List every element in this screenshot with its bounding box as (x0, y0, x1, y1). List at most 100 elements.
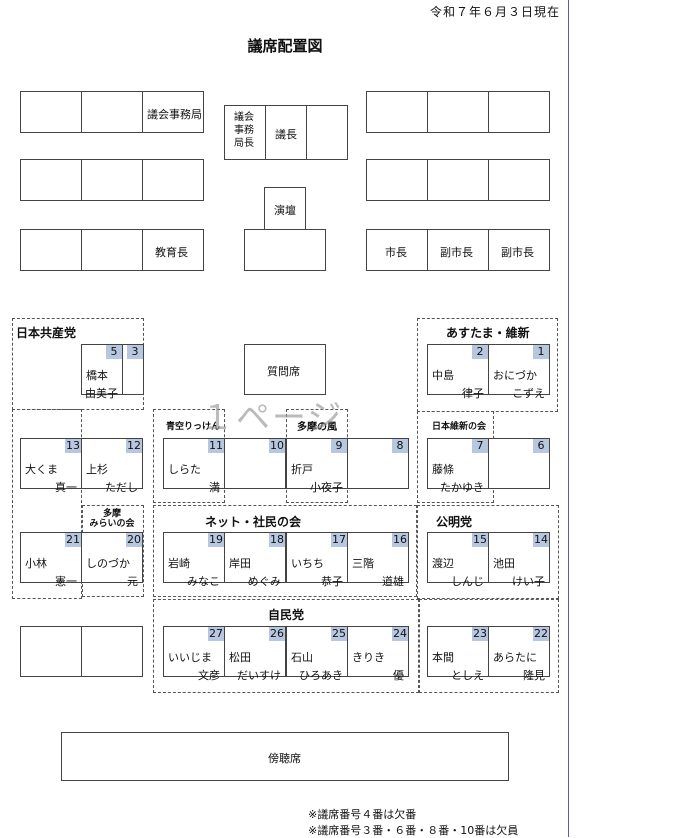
group-outline-kyosan (12, 409, 82, 599)
endan-podium: 演壇 (264, 187, 306, 230)
question-seat: 質問席 (244, 344, 326, 395)
staff-seat (81, 229, 143, 271)
seat-number: 9 (331, 439, 347, 453)
member-family-name: 藤條 (432, 463, 454, 476)
member-family-name: 池田 (493, 557, 515, 570)
seat-number: 15 (472, 533, 488, 547)
group-label-komei: 公明党 (436, 515, 473, 529)
center-desk (244, 229, 326, 271)
fukushicho-seat: 副市長 (488, 229, 550, 271)
seat-number: 11 (208, 439, 224, 453)
staff-seat (366, 91, 428, 133)
gicho-seat: 議長 (265, 105, 307, 160)
member-given-name: 元 (127, 575, 138, 588)
member-family-name: 岩崎 (168, 557, 190, 570)
seat-number: 22 (533, 627, 549, 641)
staff-seat (488, 91, 550, 133)
seat-22: 22 あらたに隆見 (488, 626, 550, 682)
member-given-name: こずえ (512, 387, 545, 400)
staff-seat (427, 91, 489, 133)
staff-seat (20, 91, 82, 133)
jimukyokucho-seat: 議会 事務 局長 (224, 105, 266, 160)
member-family-name: しのづか (86, 557, 130, 570)
member-given-name: 道雄 (382, 575, 404, 588)
member-family-name: いちち (291, 557, 324, 570)
seat-number: 20 (126, 533, 142, 547)
member-family-name: 本間 (432, 651, 454, 664)
staff-seat (81, 159, 143, 201)
member-given-name: 文彦 (198, 669, 220, 682)
member-given-name: しんじ (451, 575, 484, 588)
member-family-name: 橋本 (86, 369, 108, 382)
group-label-net: ネット・社民の会 (205, 515, 302, 529)
seat-10: 10 (224, 438, 286, 489)
staff-seat (20, 159, 82, 201)
member-family-name: 大くま (25, 463, 58, 476)
group-label-nihonishin: 日本維新の会 (432, 422, 487, 432)
group-label-tamamirai: 多摩 みらいの会 (89, 509, 135, 529)
shicho-seat: 市長 (366, 229, 428, 271)
seat-number: 12 (126, 439, 142, 453)
member-given-name: ただし (105, 481, 138, 494)
group-outline-jimin (153, 599, 419, 693)
seat-number: 21 (65, 533, 81, 547)
member-family-name: 松田 (229, 651, 251, 664)
member-given-name: としえ (451, 669, 484, 682)
seat-5: 5 橋本由美子 (81, 344, 123, 400)
seat-27: 27 いいじま文彦 (163, 626, 225, 682)
staff-seat (81, 91, 143, 133)
seat-number: 26 (269, 627, 285, 641)
fukushicho-seat: 副市長 (427, 229, 489, 271)
seat-number: 23 (472, 627, 488, 641)
member-given-name: 満 (209, 481, 220, 494)
member-given-name: 真一 (55, 481, 77, 494)
staff-seat (20, 229, 82, 271)
member-family-name: きりき (352, 651, 385, 664)
seat-23: 23 本間としえ (427, 626, 489, 682)
member-family-name: あらたに (493, 651, 537, 664)
seat-number: 27 (208, 627, 224, 641)
seat-number: 13 (65, 439, 81, 453)
group-outline-komei (417, 505, 559, 599)
seat-16: 16 三階道雄 (347, 532, 409, 588)
member-family-name: おにづか (493, 369, 537, 382)
seat-19: 19 岩崎みなこ (163, 532, 225, 588)
seat-13: 13 大くま真一 (20, 438, 82, 494)
group-label-tamakaze: 多摩の風 (297, 422, 337, 433)
member-family-name: 渡辺 (432, 557, 454, 570)
member-given-name: めぐみ (247, 575, 281, 588)
member-given-name: 隆見 (523, 669, 545, 682)
staff-seat-gikai-jimukyoku: 議会事務局 (142, 91, 204, 133)
staff-seat-kyoikucho: 教育長 (142, 229, 204, 271)
seat-number: 18 (269, 533, 285, 547)
member-given-name: 由美子 (85, 387, 118, 400)
member-given-name: 小夜子 (310, 481, 343, 494)
member-family-name: 三階 (352, 557, 374, 570)
member-given-name: みなこ (187, 575, 220, 588)
member-family-name: いいじま (168, 651, 212, 664)
seat-number: 7 (472, 439, 488, 453)
seat-number: 16 (392, 533, 408, 547)
seat-number: 19 (208, 533, 224, 547)
group-outline-jimin-right (419, 599, 559, 693)
group-outline-net (153, 505, 417, 597)
seat-number: 5 (106, 345, 122, 359)
seat-number: 2 (472, 345, 488, 359)
staff-seat (427, 159, 489, 201)
staff-seat (366, 159, 428, 201)
member-given-name: 律子 (462, 387, 484, 400)
seat-number: 24 (392, 627, 408, 641)
seat-15: 15 渡辺しんじ (427, 532, 489, 588)
seat-number: 8 (392, 439, 408, 453)
